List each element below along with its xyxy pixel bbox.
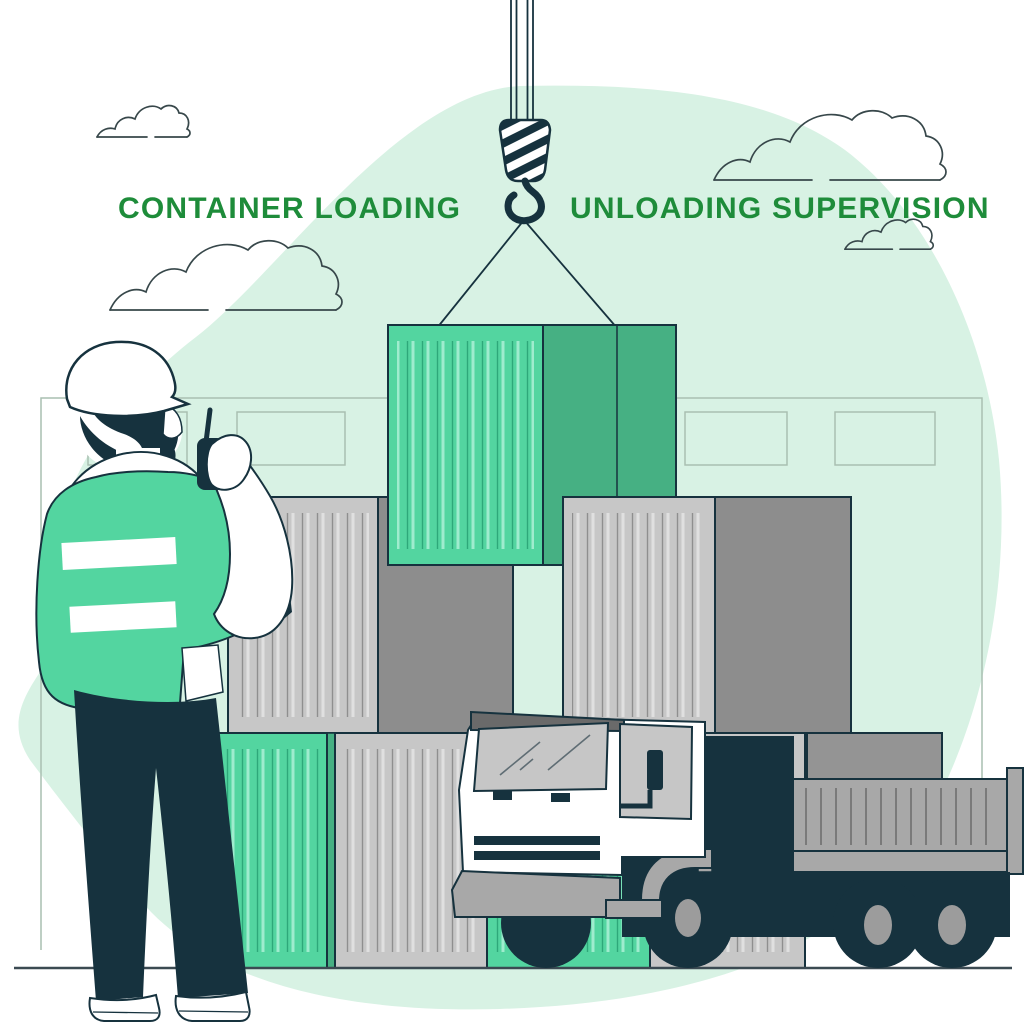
truck-vent: [551, 793, 570, 802]
container-bottom-green-side: [326, 732, 336, 969]
container-middle-right: [562, 496, 852, 734]
worker-face-sliver: [162, 404, 183, 439]
wall-window: [834, 411, 936, 466]
truck-step: [605, 899, 663, 919]
truck-bed: [792, 778, 1009, 853]
truck-bed-end-post: [1006, 767, 1024, 875]
truck-door-bar: [621, 790, 653, 809]
wheel-hub: [938, 905, 966, 945]
worker-hand: [205, 434, 252, 491]
truck-cargo-box: [806, 732, 943, 781]
truck-bumper: [450, 869, 621, 918]
truck-vent: [493, 791, 512, 800]
truck-grille-stripe: [474, 851, 600, 860]
worker: [35, 340, 294, 1022]
sling-cable: [523, 219, 618, 329]
truck-door-handle: [647, 750, 663, 790]
cloud-icon-right-large: [713, 109, 947, 181]
hook-curve: [504, 177, 545, 225]
wheel-hub: [675, 899, 701, 937]
truck-windshield: [472, 721, 610, 793]
worker-shoe: [174, 990, 251, 1022]
sling-cable: [436, 219, 525, 329]
cloud-icon-right-small: [844, 218, 935, 251]
cloud-icon-top-left: [96, 104, 191, 138]
truck-grille-stripe: [474, 836, 600, 845]
walkie-antenna: [203, 407, 213, 445]
vest-stripe: [69, 601, 177, 633]
vest-stripe: [61, 537, 177, 570]
clouds: [96, 104, 947, 311]
title-left: CONTAINER LOADING: [118, 192, 462, 225]
cloud-icon-left-large: [109, 239, 343, 311]
truck-chassis: [622, 736, 1010, 937]
worker-shoe: [88, 993, 161, 1022]
worker-pants: [74, 690, 248, 1001]
truck: [450, 710, 1024, 968]
wheel-hub: [864, 905, 892, 945]
truck-bed-bottom-rail: [788, 850, 1011, 873]
wall-window: [684, 411, 788, 466]
worker-shirt-hem: [181, 644, 224, 702]
worker-helmet: [65, 340, 192, 418]
title-right: UNLOADING SUPERVISION: [570, 192, 990, 225]
